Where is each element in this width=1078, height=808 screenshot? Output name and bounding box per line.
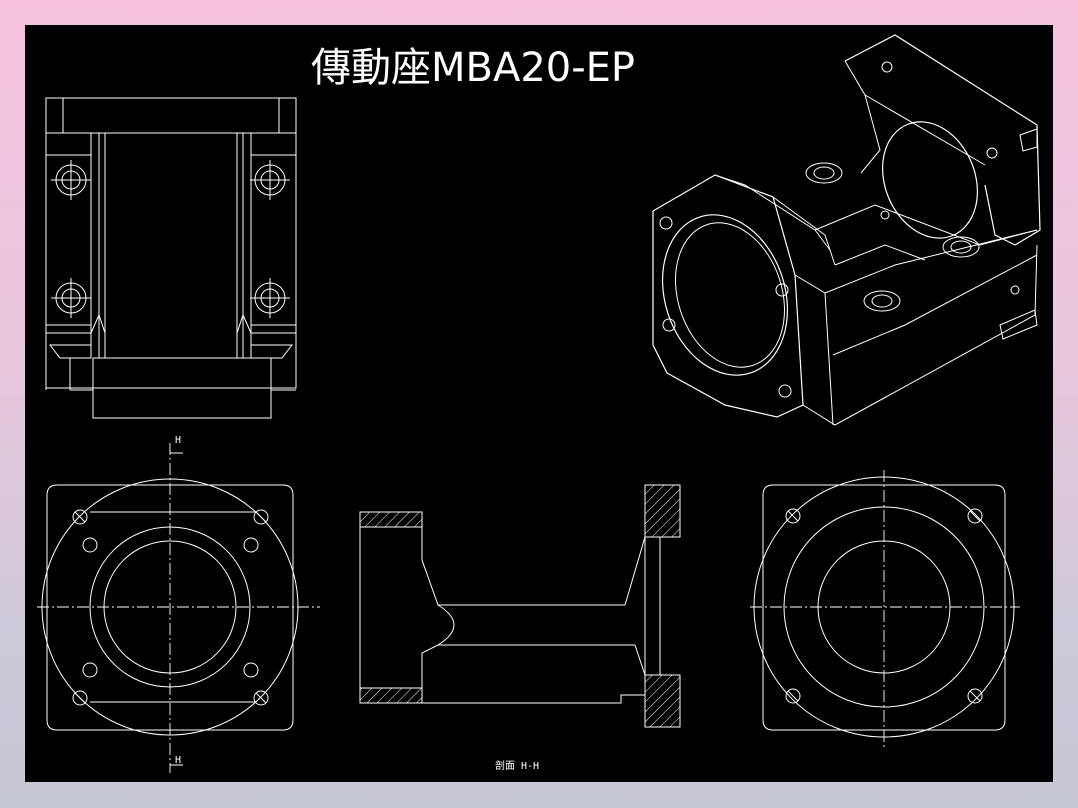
section-caption: 剖面 H-H bbox=[495, 759, 539, 772]
drawing-title: 傳動座MBA20-EP bbox=[311, 45, 635, 91]
top-view-hole-tl bbox=[51, 160, 91, 200]
top-view-hole-tr bbox=[250, 160, 290, 200]
section-marker-bottom: H bbox=[175, 755, 181, 766]
top-view bbox=[45, 97, 297, 419]
cad-drawing-canvas: 傳動座MBA20-EP bbox=[37, 34, 1041, 773]
top-view-hole-bl bbox=[51, 278, 91, 318]
front-view bbox=[37, 443, 320, 773]
section-marker-top: H bbox=[175, 435, 181, 446]
top-view-hole-br bbox=[250, 278, 290, 318]
section-view bbox=[359, 484, 681, 728]
isometric-view bbox=[652, 34, 1041, 426]
rear-view bbox=[750, 470, 1020, 750]
cad-drawing-sheet: 傳動座MBA20-EP bbox=[25, 25, 1053, 782]
